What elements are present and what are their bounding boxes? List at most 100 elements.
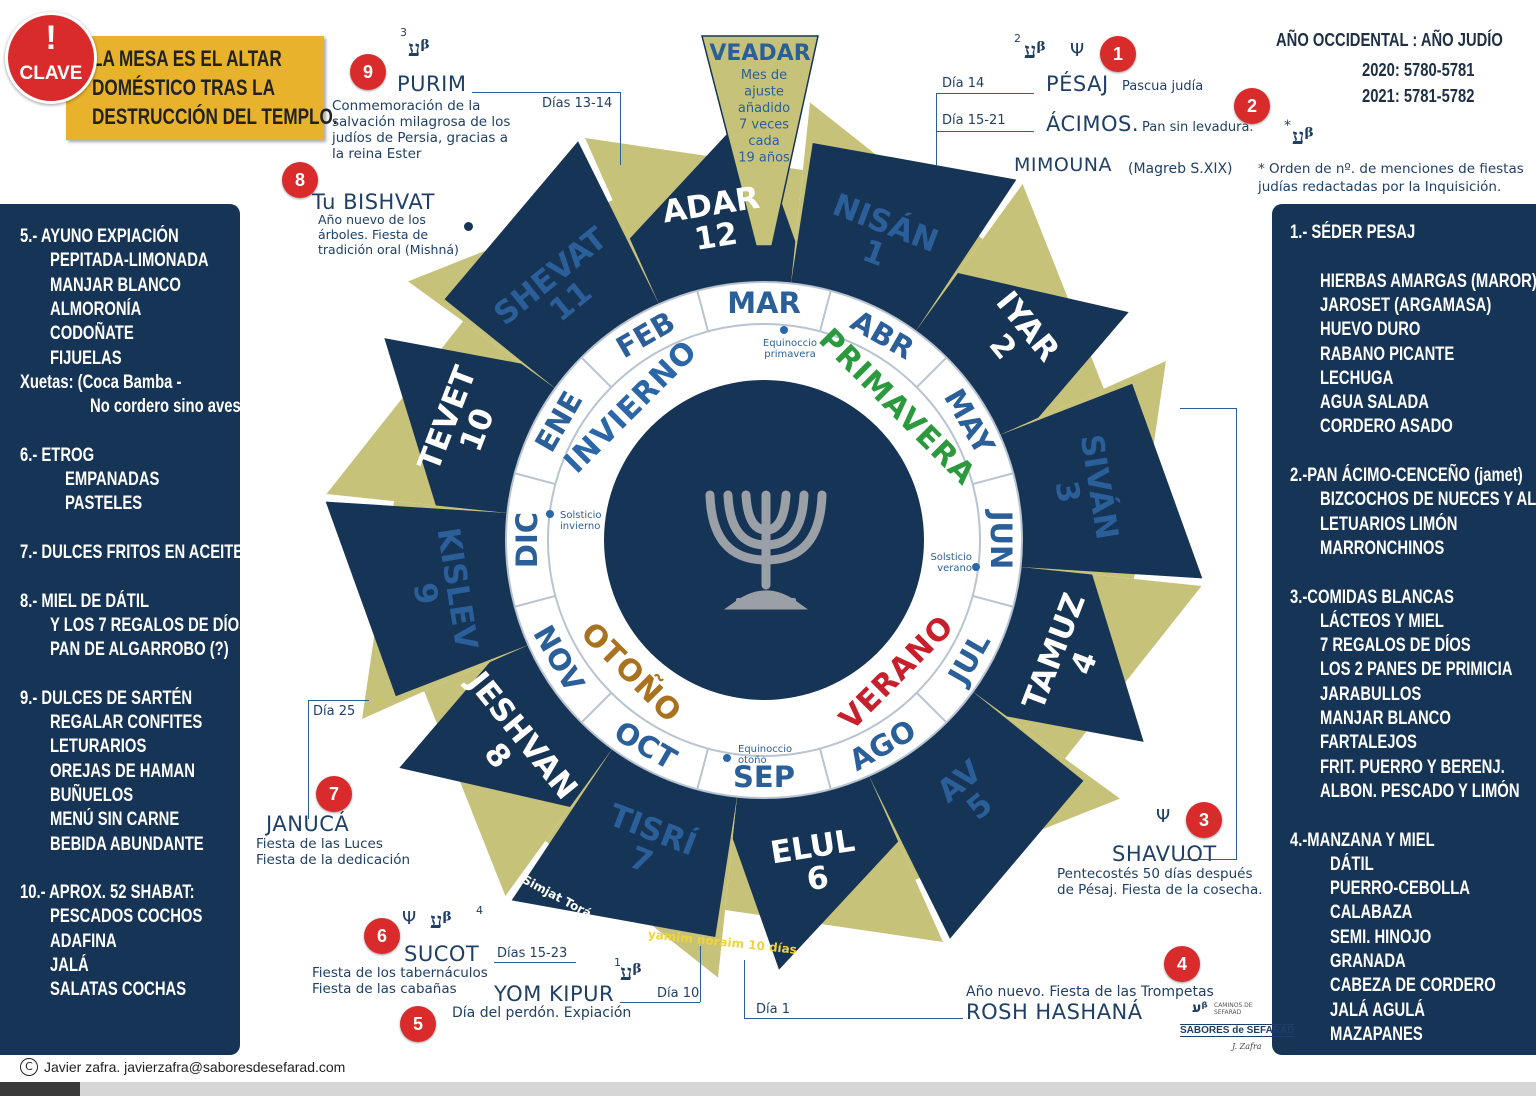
sector-olive-2 (915, 184, 1104, 436)
astro-label-0-0: Equinoccio (763, 338, 817, 349)
hebrew-month-num: 3 (1048, 479, 1087, 506)
greg-month-jul: JUL (940, 627, 997, 691)
greg-divider-5 (916, 692, 948, 724)
sector-navy-1 (790, 142, 1017, 332)
sucot-leader (494, 962, 576, 963)
yom-badge: 5 (400, 1006, 436, 1042)
hebrew-month-num: 4 (1064, 646, 1105, 679)
veadar-desc-1: ajuste (744, 85, 784, 100)
astro-dot-1 (972, 563, 980, 571)
right-food-line-32: JALÁ AGULÁ (1330, 999, 1425, 1021)
bishvat-badge: 8 (282, 162, 318, 198)
greg-month-dic: DIC (510, 512, 544, 568)
januca-desc-1: Fiesta de las Luces (256, 836, 383, 852)
right-food-line-6: LECHUGA (1320, 367, 1394, 389)
veadar-name: VEADAR (709, 41, 810, 66)
sector-olive-3 (999, 361, 1166, 579)
left-food-line-7: No cordero sino aves) (90, 396, 246, 418)
shavuot-desc-1: Pentecostés 50 días después (1057, 866, 1253, 882)
sector-navy-10 (384, 338, 556, 514)
sector-olive-11 (408, 200, 660, 389)
acimos-badge: 2 (1234, 88, 1270, 124)
januca-desc-2: Fiesta de la dedicación (256, 852, 411, 868)
hebrew-month-num: 9 (406, 580, 445, 607)
greg-divider-6 (818, 748, 832, 790)
sucot-desc-2: Fiesta de las cabañas (312, 981, 457, 997)
acimos-desc: Pan sin levadura. (1142, 120, 1254, 135)
hebrew-month-num: 5 (960, 786, 999, 828)
hebrew-month-name: SIVÁN (1073, 432, 1125, 542)
purim-desc-4: la reina Ester (332, 146, 422, 162)
right-food-line-0: 1.- SÉDER PESAJ (1290, 222, 1416, 243)
hebrew-month-name: JESHVAN (459, 663, 584, 806)
yom-desc: Día del perdón. Expiación (452, 1005, 632, 1021)
astro-label-3-0: Solsticio (560, 510, 602, 521)
brand-logo: ﬠᵝ CAMINOS DE SEFARAD SABORES de SEFARAD… (1180, 998, 1295, 1056)
sucot-desc-1: Fiesta de los tabernáculos (312, 965, 488, 981)
season-verano: VERANO (833, 609, 961, 737)
sucot-superscript: 4 (476, 904, 483, 917)
astro-dot-2 (723, 754, 731, 762)
right-food-line-13: MARRONCHINOS (1320, 537, 1445, 559)
brand-line1: CAMINOS DE SEFARAD (1214, 1002, 1253, 1016)
veadar-desc-0: Mes de (741, 68, 787, 83)
yom-superscript: 1 (614, 956, 621, 969)
inquisition-note-2: judías redactadas por la Inquisición. (1258, 179, 1502, 195)
greg-divider-9 (514, 594, 556, 608)
astro-label-0-1: primavera (764, 349, 815, 360)
yamim-noraim-label: yamim noraim 10 días (647, 927, 797, 957)
sector-olive-5 (868, 691, 1120, 880)
right-food-line-28: CALABAZA (1330, 902, 1413, 924)
exclamation-icon: ! (45, 19, 57, 57)
left-food-line-2: MANJAR BLANCO (50, 274, 181, 296)
astro-label-1-0: Solsticio (930, 552, 972, 563)
purim-name: PURIM (397, 72, 467, 96)
yom-vertical-leader (700, 946, 701, 1002)
sucot-name: SUCOT (404, 942, 480, 966)
brand-line2: SABORES de SEFARAD (1180, 1024, 1295, 1037)
inquisition-note-1: * Orden de nº. de menciones de fiestas (1258, 161, 1524, 177)
left-food-line-30: JALÁ (50, 955, 89, 976)
simjat-tora-label: Simjat Torá (520, 872, 594, 920)
sector-olive-8 (424, 644, 613, 896)
shavuot-badge: 3 (1186, 802, 1222, 838)
shavuot-name: SHAVUOT (1112, 842, 1217, 866)
left-food-line-1: PEPITADA-LIMONADA (50, 250, 209, 272)
hebrew-month-name: IYAR (989, 285, 1067, 369)
sector-navy-11 (444, 141, 660, 389)
right-food-line-18: LOS 2 PANES DE PRIMICIA (1320, 659, 1513, 681)
astro-label-3-1: invierno (560, 521, 600, 532)
right-food-line-12: LETUARIOS LIMÓN (1320, 513, 1458, 535)
purim-superscript: 3 (400, 26, 407, 39)
greg-divider-1 (818, 290, 832, 332)
left-food-line-23: BUÑUELOS (50, 784, 134, 806)
season-primavera: PRIMAVERA (812, 322, 983, 493)
greg-divider-0 (696, 290, 710, 332)
astro-dot-3 (546, 510, 554, 518)
inner-ring-border (547, 323, 981, 757)
pesaj-name: PÉSAJ (1046, 72, 1109, 96)
sucot-badge: 6 (364, 918, 400, 954)
right-food-line-31: CABEZA DE CORDERO (1330, 975, 1496, 997)
right-food-line-23: ALBON. PESCADO Y LIMÓN (1320, 780, 1520, 802)
shavuot-leader (1180, 408, 1237, 860)
hebrew-month-name: ELUL (768, 823, 857, 872)
sector-navy-7 (511, 748, 738, 938)
month-label-5: AV5 (931, 753, 1000, 828)
pesaj-superscript: 2 (1014, 32, 1021, 45)
januca-leader (308, 700, 369, 819)
sector-olive-9 (362, 501, 529, 719)
right-food-line-33: MAZAPANES (1330, 1023, 1423, 1045)
januca-badge: 7 (316, 776, 352, 812)
season-invierno: INVIERNO (558, 334, 705, 481)
purim-leader (472, 92, 621, 165)
hebrew-month-name: KISLEV (429, 525, 484, 652)
sucot-day: Días 15-23 (497, 946, 568, 961)
right-food-line-4: HUEVO DURO (1320, 319, 1421, 341)
